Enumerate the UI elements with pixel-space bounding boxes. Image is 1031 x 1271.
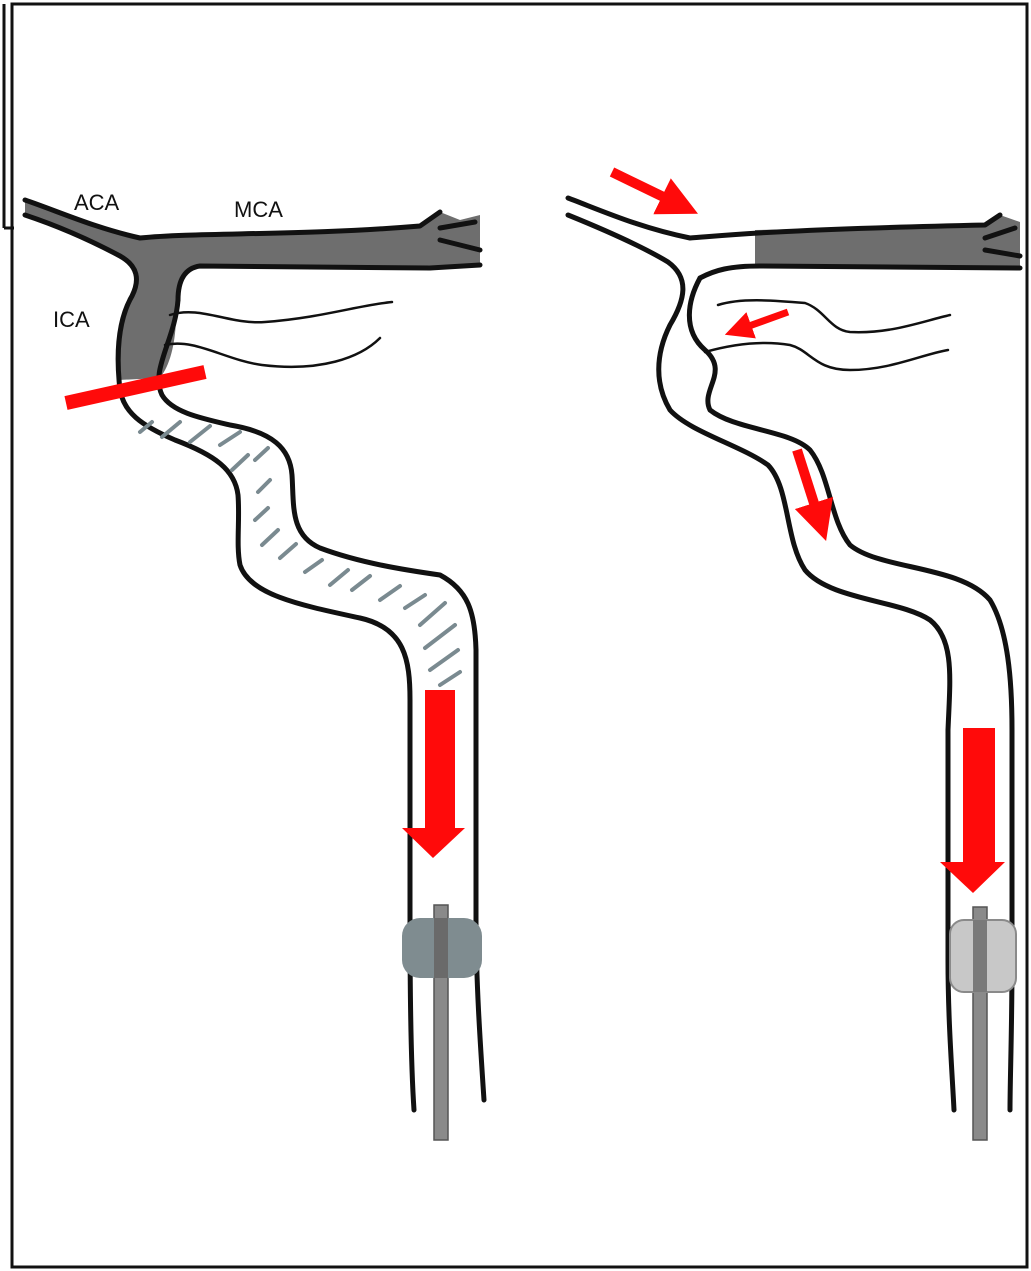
right-panel-reversed-flow xyxy=(568,172,1020,1140)
label-aca: ACA xyxy=(74,190,120,215)
stasis-hatching xyxy=(140,422,460,685)
left-panel-occluded: ACA MCA ICA xyxy=(25,190,484,1140)
flow-arrow-inflow xyxy=(612,172,680,205)
label-ica: ICA xyxy=(53,307,90,332)
balloon-inflated xyxy=(402,918,482,978)
label-mca: MCA xyxy=(234,197,283,222)
flow-arrow-reverse-branch xyxy=(738,312,788,330)
balloon-deflated xyxy=(950,920,1016,992)
frame xyxy=(4,4,1027,1267)
